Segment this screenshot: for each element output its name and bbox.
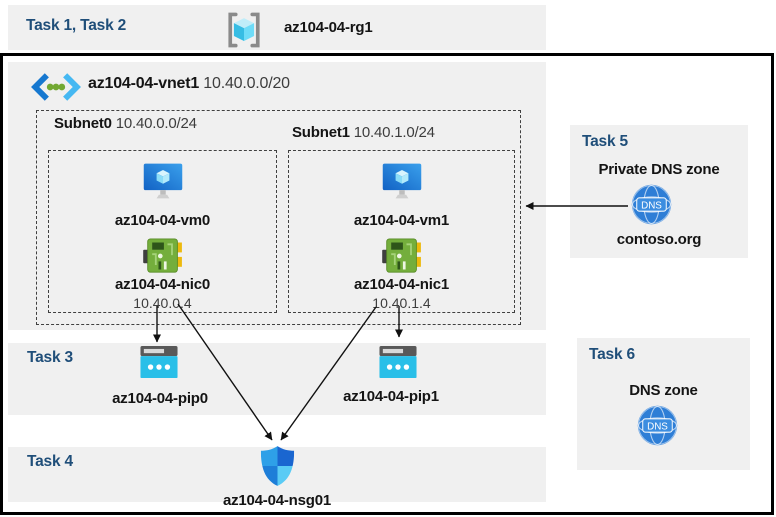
vnet-cidr: 10.40.0.0/20	[203, 75, 290, 92]
private-dns-zone-name: contoso.org	[616, 231, 702, 248]
nic0-icon	[142, 238, 182, 273]
nic1-ip: 10.40.1.4	[372, 295, 431, 311]
task6-label: Task 6	[589, 346, 635, 363]
nic1-icon	[381, 238, 421, 273]
resource-group-name: az104-04-rg1	[284, 19, 373, 36]
task5-box: Task 5 Private DNS zone DNS contoso.org	[570, 125, 748, 258]
pip1-name: az104-04-pip1	[343, 388, 439, 405]
nsg0-name: az104-04-nsg01	[222, 492, 332, 509]
private-dns-zone-icon: DNS	[631, 184, 672, 225]
subnet0-title: Subnet0 10.40.0.0/24	[54, 115, 197, 132]
subnet1-name: Subnet1	[292, 124, 350, 141]
vm1-name: az104-04-vm1	[353, 212, 450, 229]
vm0-name: az104-04-vm0	[114, 212, 211, 229]
pip0-name: az104-04-pip0	[112, 390, 208, 407]
subnet1-cidr: 10.40.1.0/24	[353, 124, 435, 141]
task4-label: Task 4	[27, 453, 73, 470]
dns-zone-icon: DNS	[637, 405, 678, 446]
resource-group-icon	[228, 12, 260, 48]
vm1-icon	[382, 163, 421, 199]
dns-text: DNS	[647, 422, 668, 433]
nic0-ip: 10.40.0.4	[133, 295, 192, 311]
task5-label: Task 5	[582, 133, 628, 150]
diagram-frame	[0, 53, 774, 515]
resource-group-band: Task 1, Task 2 az104-04-rg1	[8, 5, 546, 50]
nic0-name: az104-04-nic0	[115, 276, 210, 293]
subnet1-title: Subnet1 10.40.1.0/24	[292, 124, 435, 141]
vm0-icon	[143, 163, 182, 199]
dns-zone-title: DNS zone	[629, 382, 698, 399]
subnets-outer-boundary	[36, 110, 521, 325]
subnet0-name: Subnet0	[54, 115, 112, 132]
vnet-name: az104-04-vnet1	[88, 75, 200, 92]
subnet0-cidr: 10.40.0.0/24	[115, 115, 197, 132]
pip1-icon	[379, 346, 417, 378]
task3-band: Task 3	[8, 343, 546, 415]
nic1-name: az104-04-nic1	[354, 276, 449, 293]
subnet1-box: az104-04-vm1 az104-04-nic1 10.40.1.4	[288, 150, 515, 313]
subnet0-box: az104-04-vm0 az104-04-nic0 10.40.0.4	[48, 150, 277, 313]
nsg0-icon	[260, 446, 295, 486]
pip0-icon	[140, 346, 178, 378]
virtual-network-icon	[31, 73, 81, 101]
task6-box: Task 6 DNS zone DNS	[577, 338, 750, 470]
dns-text: DNS	[641, 201, 662, 212]
vnet-area: az104-04-vnet1 10.40.0.0/20 Subnet0 10.4…	[8, 62, 546, 330]
private-dns-zone-title: Private DNS zone	[598, 161, 720, 178]
task3-label: Task 3	[27, 349, 73, 366]
vnet-title: az104-04-vnet1 10.40.0.0/20	[88, 75, 290, 93]
task-1-2-label: Task 1, Task 2	[26, 17, 127, 34]
